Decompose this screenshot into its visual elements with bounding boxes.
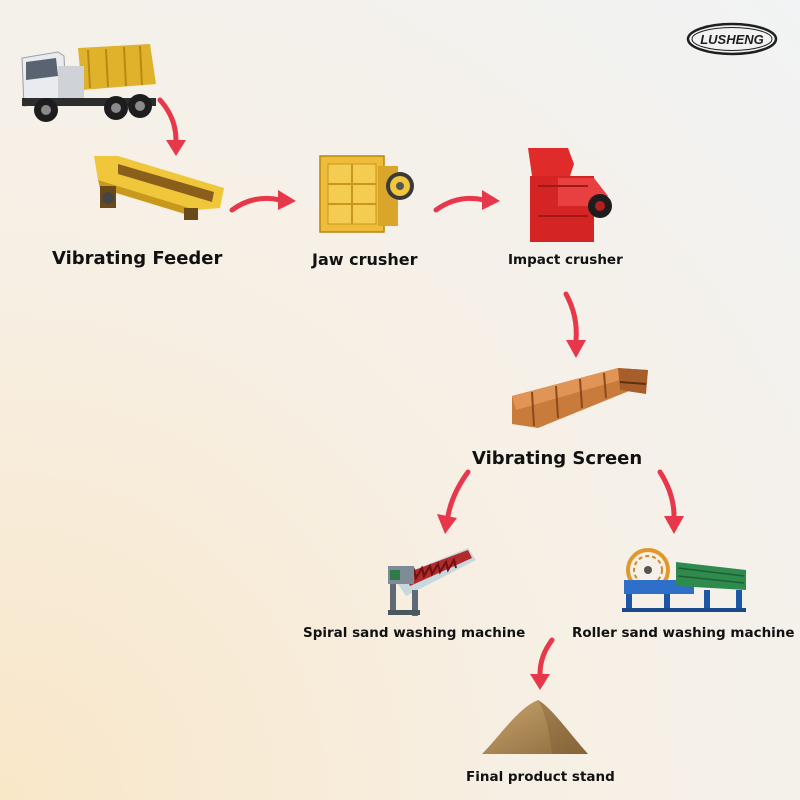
arrow-feeder-to-jaw (229, 195, 283, 213)
impact-crusher-icon (528, 148, 612, 242)
dump-truck-icon (21, 44, 156, 122)
arrow-impact-to-screen (563, 291, 579, 343)
vibrating-feeder-label: Vibrating Feeder (52, 248, 223, 269)
arrowhead-5 (437, 514, 457, 534)
arrow-washer-to-product (537, 637, 555, 677)
arrowhead-2 (278, 190, 296, 210)
jaw-crusher-label: Jaw crusher (312, 250, 418, 269)
vibrating-screen-icon (512, 368, 648, 428)
spiral-washer-icon (388, 548, 476, 616)
arrow-screen-to-roller (657, 469, 677, 519)
lusheng-logo: LUSHENG (686, 22, 778, 56)
roller-washer-label: Roller sand washing machine (572, 625, 795, 641)
vibrating-screen-label: Vibrating Screen (472, 448, 643, 469)
jaw-crusher-icon (319, 155, 414, 233)
vibrating-feeder-icon (94, 156, 224, 220)
roller-washer-icon (622, 548, 746, 612)
arrowhead-7 (530, 674, 550, 690)
sand-pile-icon (482, 700, 588, 754)
logo-text: LUSHENG (700, 32, 764, 47)
arrowhead-3 (482, 190, 500, 210)
arrow-jaw-to-impact (433, 195, 487, 213)
arrowhead-6 (664, 516, 684, 534)
arrow-screen-to-spiral (445, 469, 471, 519)
final-product-label: Final product stand (466, 769, 615, 785)
arrowhead-1 (166, 140, 186, 156)
arrowhead-4 (566, 340, 586, 358)
spiral-washer-label: Spiral sand washing machine (303, 625, 526, 641)
arrow-truck-to-feeder (157, 97, 179, 143)
impact-crusher-label: Impact crusher (508, 252, 623, 268)
